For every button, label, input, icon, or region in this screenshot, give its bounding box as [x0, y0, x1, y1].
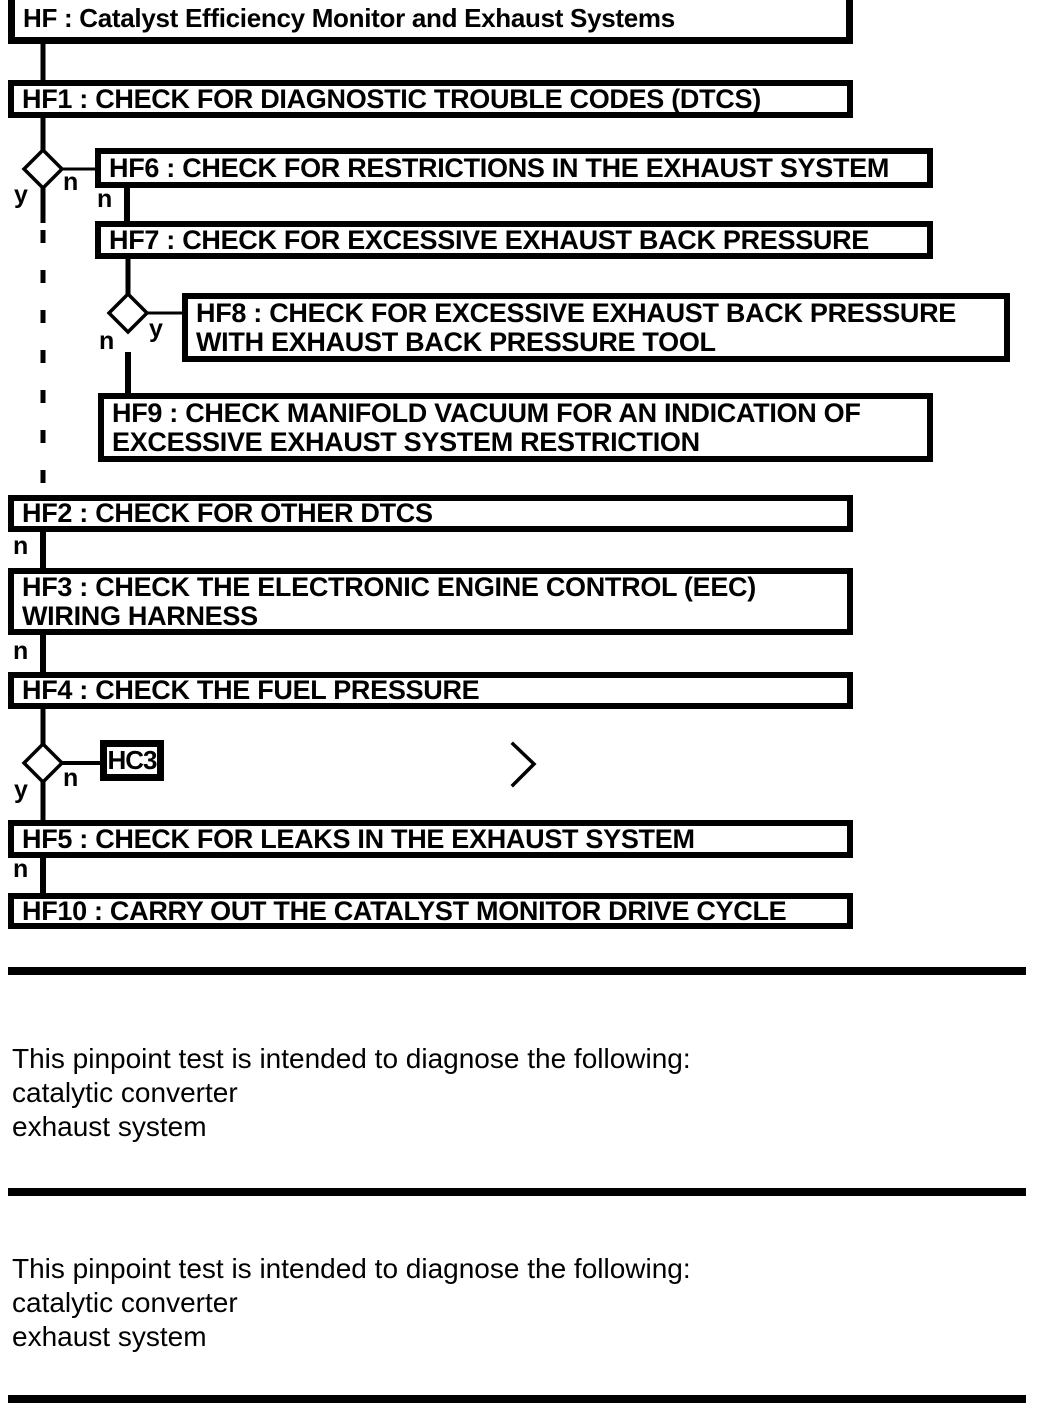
node-label: EXCESSIVE EXHAUST SYSTEM RESTRICTION: [112, 426, 700, 457]
node-label: HF9 : CHECK MANIFOLD VACUUM FOR AN INDIC…: [112, 397, 861, 428]
node-label: HF6 : CHECK FOR RESTRICTIONS IN THE EXHA…: [109, 152, 890, 183]
flowchart-title: HF : Catalyst Efficiency Monitor and Exh…: [23, 3, 675, 33]
section-divider-1: [8, 967, 1026, 975]
note-line: This pinpoint test is intended to diagno…: [12, 1253, 691, 1284]
branch-label-no-hf6: n: [97, 185, 113, 213]
decision-diamond-1: [21, 147, 65, 191]
note-line: catalytic converter: [12, 1287, 238, 1318]
note-block-2: This pinpoint test is intended to diagno…: [12, 1252, 1012, 1354]
node-hf2: HF2 : CHECK FOR OTHER DTCS: [8, 495, 853, 532]
section-divider-3: [8, 1395, 1026, 1403]
node-hf10: HF10 : CARRY OUT THE CATALYST MONITOR DR…: [8, 893, 853, 929]
node-hf4: HF4 : CHECK THE FUEL PRESSURE: [8, 672, 853, 709]
node-label: HF4 : CHECK THE FUEL PRESSURE: [22, 675, 480, 705]
branch-label-yes-d3: y: [14, 776, 28, 804]
node-label: HF3 : CHECK THE ELECTRONIC ENGINE CONTRO…: [22, 571, 756, 602]
note-line: catalytic converter: [12, 1077, 238, 1108]
note-line: exhaust system: [12, 1321, 207, 1352]
node-hf5: HF5 : CHECK FOR LEAKS IN THE EXHAUST SYS…: [8, 820, 853, 858]
node-label: HF5 : CHECK FOR LEAKS IN THE EXHAUST SYS…: [22, 823, 695, 854]
node-label: HC3: [107, 745, 157, 775]
node-hf1: HF1 : CHECK FOR DIAGNOSTIC TROUBLE CODES…: [8, 80, 853, 118]
branch-label-yes-d1: y: [14, 181, 28, 209]
note-line: This pinpoint test is intended to diagno…: [12, 1043, 691, 1074]
node-label: WIRING HARNESS: [22, 600, 258, 631]
node-label: HF2 : CHECK FOR OTHER DTCS: [22, 498, 433, 528]
branch-label-no-hf5: n: [13, 855, 29, 883]
node-label: HF8 : CHECK FOR EXCESSIVE EXHAUST BACK P…: [196, 297, 957, 328]
node-hc3: HC3: [100, 740, 164, 781]
note-block-1: This pinpoint test is intended to diagno…: [12, 1042, 1012, 1144]
branch-label-no-d3: n: [63, 764, 79, 792]
branch-label-no-hf3: n: [13, 637, 29, 665]
decision-diamond-3: [21, 741, 65, 785]
section-divider-2: [8, 1188, 1026, 1196]
note-line: exhaust system: [12, 1111, 207, 1142]
node-hf6: HF6 : CHECK FOR RESTRICTIONS IN THE EXHA…: [95, 148, 933, 188]
decision-diamond-2: [106, 291, 150, 335]
node-hf7: HF7 : CHECK FOR EXCESSIVE EXHAUST BACK P…: [95, 221, 933, 259]
branch-label-yes-d2: y: [149, 315, 163, 343]
branch-label-no-hf2: n: [13, 532, 29, 560]
node-hf9: HF9 : CHECK MANIFOLD VACUUM FOR AN INDIC…: [98, 393, 933, 462]
node-label: HF7 : CHECK FOR EXCESSIVE EXHAUST BACK P…: [109, 224, 870, 255]
flowchart-title-box: HF : Catalyst Efficiency Monitor and Exh…: [8, 0, 853, 44]
branch-label-no-d2: n: [99, 327, 115, 355]
node-hf3: HF3 : CHECK THE ELECTRONIC ENGINE CONTRO…: [8, 568, 853, 635]
node-label: WITH EXHAUST BACK PRESSURE TOOL: [196, 326, 716, 357]
node-hf8: HF8 : CHECK FOR EXCESSIVE EXHAUST BACK P…: [182, 293, 1010, 362]
page-continuation-chevron-icon: [510, 741, 537, 788]
node-label: HF1 : CHECK FOR DIAGNOSTIC TROUBLE CODES…: [22, 83, 761, 114]
node-label: HF10 : CARRY OUT THE CATALYST MONITOR DR…: [22, 895, 787, 926]
branch-label-no-d1: n: [63, 168, 79, 196]
